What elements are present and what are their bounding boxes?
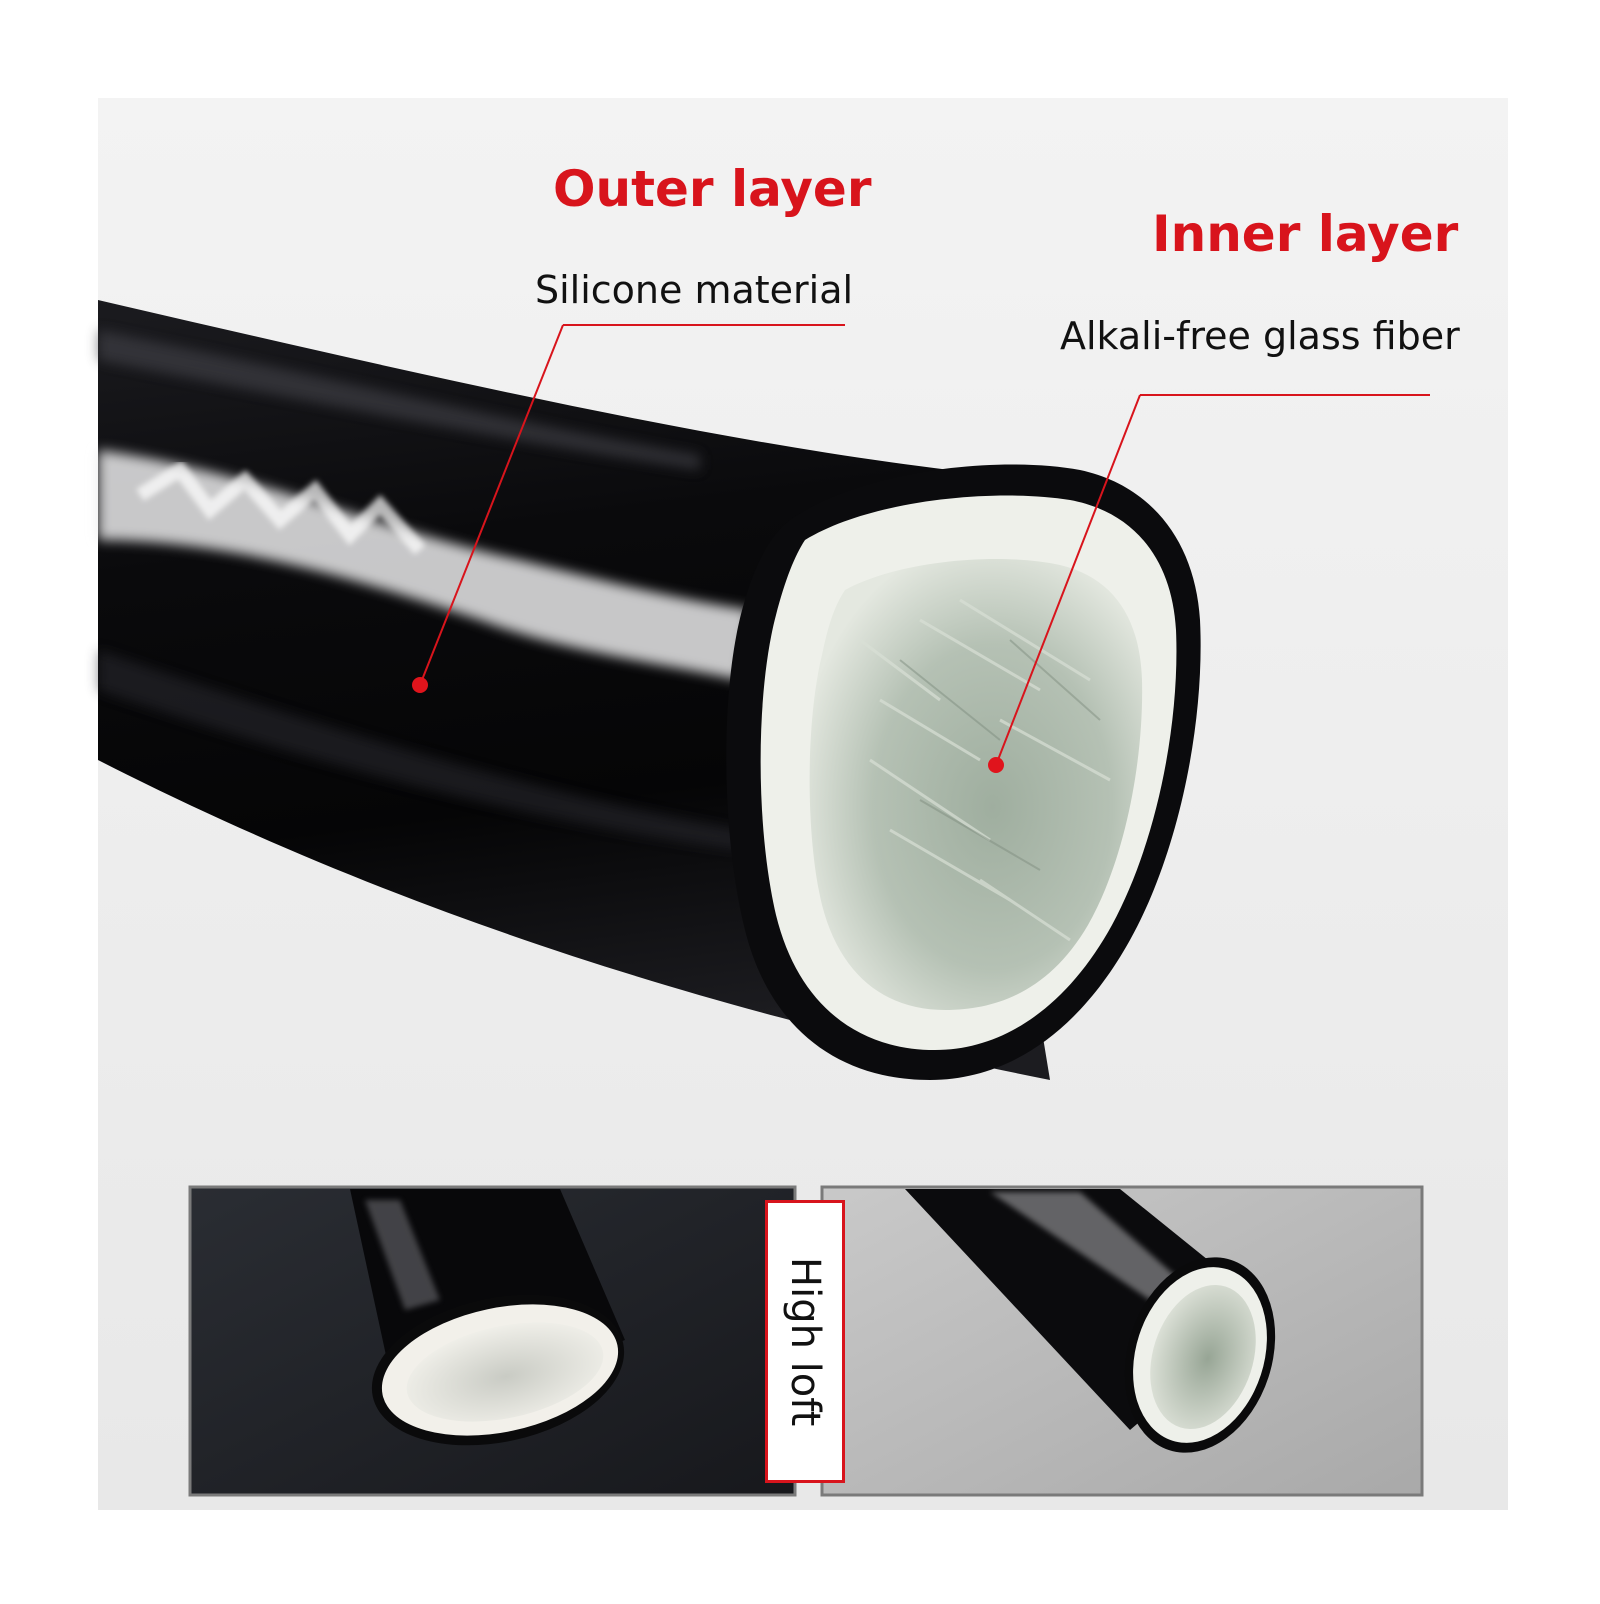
outer-callout-dot (412, 677, 428, 693)
callout-outer (412, 324, 845, 693)
inner-layer-material: Alkali-free glass fiber (1060, 314, 1460, 358)
inner-callout-dot (988, 757, 1004, 773)
high-loft-label: High loft (782, 1256, 828, 1427)
sleeve-opening (726, 464, 1201, 1080)
callout-inner (988, 394, 1430, 773)
detail-photo-light (820, 1185, 1424, 1497)
outer-layer-material: Silicone material (535, 268, 854, 312)
high-loft-badge: High loft (765, 1200, 845, 1483)
outer-layer-title: Outer layer (553, 160, 872, 218)
detail-photo-dark (188, 1185, 797, 1497)
inner-layer-title: Inner layer (1152, 205, 1459, 263)
